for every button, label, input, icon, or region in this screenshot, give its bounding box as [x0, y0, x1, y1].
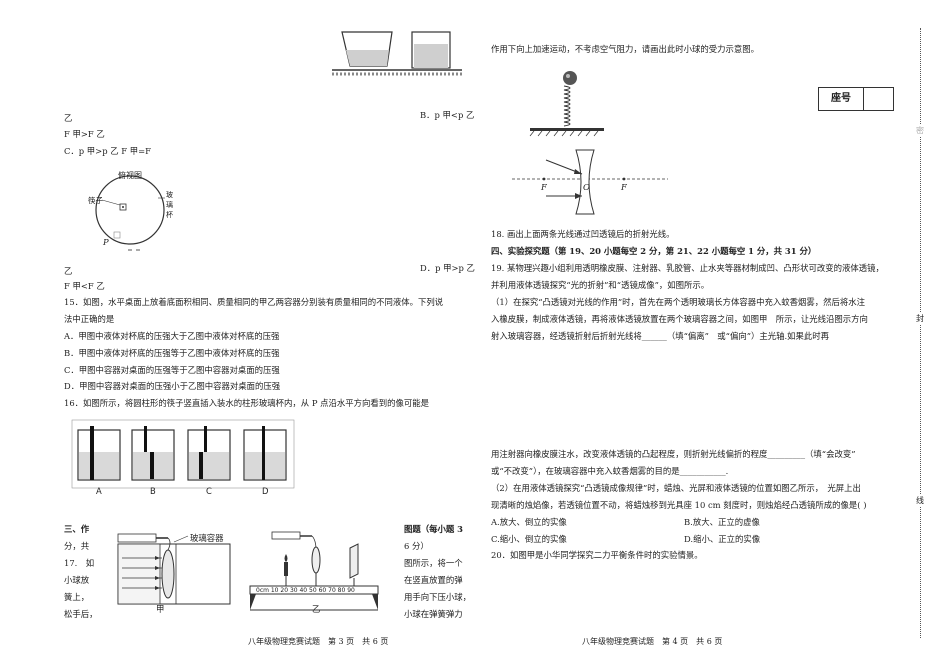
q19-line-1: 19. 某物理兴趣小组利用透明橡皮膜、注射器、乳胶管、止水夹等器材制成凹、凸形状… [491, 263, 884, 273]
seat-number-label: 座号 [819, 88, 864, 110]
beaker-d [243, 426, 287, 481]
q19-line-7: 或“不改变”），在玻璃容器中充入蚊香烟雾的目的是___________. [491, 466, 729, 476]
beaker-d-label: D [262, 486, 269, 496]
concave-lens-figure [512, 149, 668, 215]
line-yi-1: 乙 [64, 113, 73, 123]
figure-jia-label: 甲 [156, 604, 165, 614]
q15-option-c: C．甲图中容器对桌面的压强等于乙图中容器对桌面的压强 [64, 365, 280, 375]
q15-option-a: A．甲图中液体对杯底的压强大于乙图中液体对杯底的压强 [64, 331, 280, 341]
q19-option-d: D.缩小、正立的实像 [684, 534, 761, 544]
q19-line-3: （1）在探究“凸透镜对光线的作用”时，首先在两个透明玻璃长方体容器中充入蚊香烟雾… [491, 297, 866, 307]
q19-line-8: （2）在用液体透镜探究“凸透镜成像规律”时，蜡烛、光屏和液体透镜的位置如图乙所示… [491, 483, 861, 493]
optical-center-o: O [583, 182, 590, 192]
binding-char-xian: 线 [914, 495, 926, 506]
top-view-figure [95, 175, 165, 251]
q19-option-b: B.放大、正立的虚像 [684, 517, 760, 527]
section3-right-2: 6 分） [404, 541, 429, 551]
question-15: 15．如图，水平桌面上放着底面积相同、质量相同的甲乙两容器分别装有质量相同的不同… [64, 297, 444, 307]
glass-label-1: 玻 [166, 191, 173, 199]
question-15-cont: 法中正确的是 [64, 314, 115, 324]
focus-f-left: F [541, 182, 547, 192]
q19-line-4: 入橡皮膜，制成液体透镜，再将液体透镜放置在两个玻璃容器之间，如图甲 所示，让光线… [491, 314, 868, 324]
beaker-c-label: C [206, 486, 212, 496]
question-20: 20．如图甲是小华同学探究二力平衡条件时的实验情景。 [491, 550, 703, 560]
option-b-pressure: B．p 甲<p 乙 [420, 110, 475, 120]
glass-label-2: 璃 [166, 201, 173, 209]
question-18: 18. 画出上面两条光线通过凹透镜后的折射光线。 [491, 229, 675, 239]
beaker-a-label: A [96, 486, 102, 496]
section3-right-6: 小球在弹簧弹力 [404, 609, 463, 619]
line-force-1: F 甲>F 乙 [64, 129, 105, 139]
line-force-2: F 甲<F 乙 [64, 281, 105, 291]
q19-line-5: 射入玻璃容器，经透镜折射后折射光线将______（填“偏离” 或“偏向”）主光轴… [491, 331, 830, 341]
q17-continuation: 作用下向上加速运动，不考虑空气阻力，请画出此时小球的受力示意图。 [491, 44, 759, 54]
q16-beakers-figure [71, 419, 295, 489]
spring-ball-figure [529, 71, 604, 137]
footer-page-4: 八年级物理竞赛试题 第 4 页 共 6 页 [582, 637, 723, 646]
option-d-pressure: D．p 甲>p 乙 [420, 263, 475, 273]
section3-right-5: 用手向下压小球， [404, 592, 471, 602]
line-yi-2: 乙 [64, 266, 73, 276]
binding-char-feng: 封 [914, 313, 926, 324]
focus-f-right: F [621, 182, 627, 192]
seat-number-box[interactable]: 座号 [818, 87, 894, 111]
q15-option-d: D．甲图中容器对桌面的压强小于乙图中容器对桌面的压强 [64, 381, 281, 391]
binding-dotted-line [920, 28, 921, 638]
section3-right-1: 图题（每小题 3 [404, 524, 463, 534]
containers-figure-top [332, 31, 462, 76]
section3-right-3: 图所示，将一个 [404, 558, 463, 568]
q15-option-b: B．甲图中液体对杯底的压强等于乙图中液体对杯底的压强 [64, 348, 280, 358]
figure-yi-label: 乙 [312, 604, 321, 614]
beaker-c [187, 426, 231, 481]
chopsticks-label: 筷子 [88, 196, 103, 205]
section3-line-3: 17. 如 [64, 558, 95, 568]
section3-right-4: 在竖直放置的弹 [404, 575, 463, 585]
q19-option-a: A.放大、倒立的实像 [491, 517, 567, 527]
beaker-b [131, 426, 175, 481]
q19-line-9: 现清晰的烛焰像，若透镜位置不动，将蜡烛移到光具座 10 cm 刻度时，则烛焰经凸… [491, 500, 867, 510]
section3-line-6: 松手后， [64, 609, 98, 619]
q19-option-c: C.缩小、倒立的实像 [491, 534, 567, 544]
binding-char-mi: 密 [914, 125, 926, 136]
point-p-label: P [103, 237, 109, 247]
figure-yi-optical-bench [249, 531, 379, 611]
figure-jia-lens-box [117, 533, 231, 605]
section3-line-5: 簧上， [64, 592, 90, 602]
top-view-title: 俯视图 [118, 171, 142, 180]
question-16: 16．如图所示，将圆柱形的筷子竖直插入装水的柱形玻璃杯内，从 P 点沿水平方向看… [64, 398, 429, 408]
beaker-b-label: B [150, 486, 156, 496]
q19-line-2: 并利用液体透镜探究“光的折射”和“透镜成像”，如图所示。 [491, 280, 710, 290]
glass-label-3: 杯 [166, 211, 173, 219]
section3-line-1: 三、作 [64, 524, 90, 534]
optical-bench-scale: 0cm 10 20 30 40 50 60 70 80 90 [256, 587, 355, 594]
container-label: 玻璃容器 [190, 533, 224, 543]
beaker-a [77, 426, 121, 481]
footer-page-3: 八年级物理竞赛试题 第 3 页 共 6 页 [248, 637, 389, 646]
q19-line-6: 用注射器向橡皮膜注水，改变液体透镜的凸起程度，则折射光线偏折的程度_______… [491, 449, 856, 459]
section3-line-4: 小球放 [64, 575, 90, 585]
section4-heading: 四、实验探究题（第 19、20 小题每空 2 分，第 21、22 小题每空 1 … [491, 246, 817, 256]
section3-line-2: 分，共 [64, 541, 90, 551]
option-c-pressure: C．p 甲>p 乙 F 甲=F [64, 146, 151, 156]
